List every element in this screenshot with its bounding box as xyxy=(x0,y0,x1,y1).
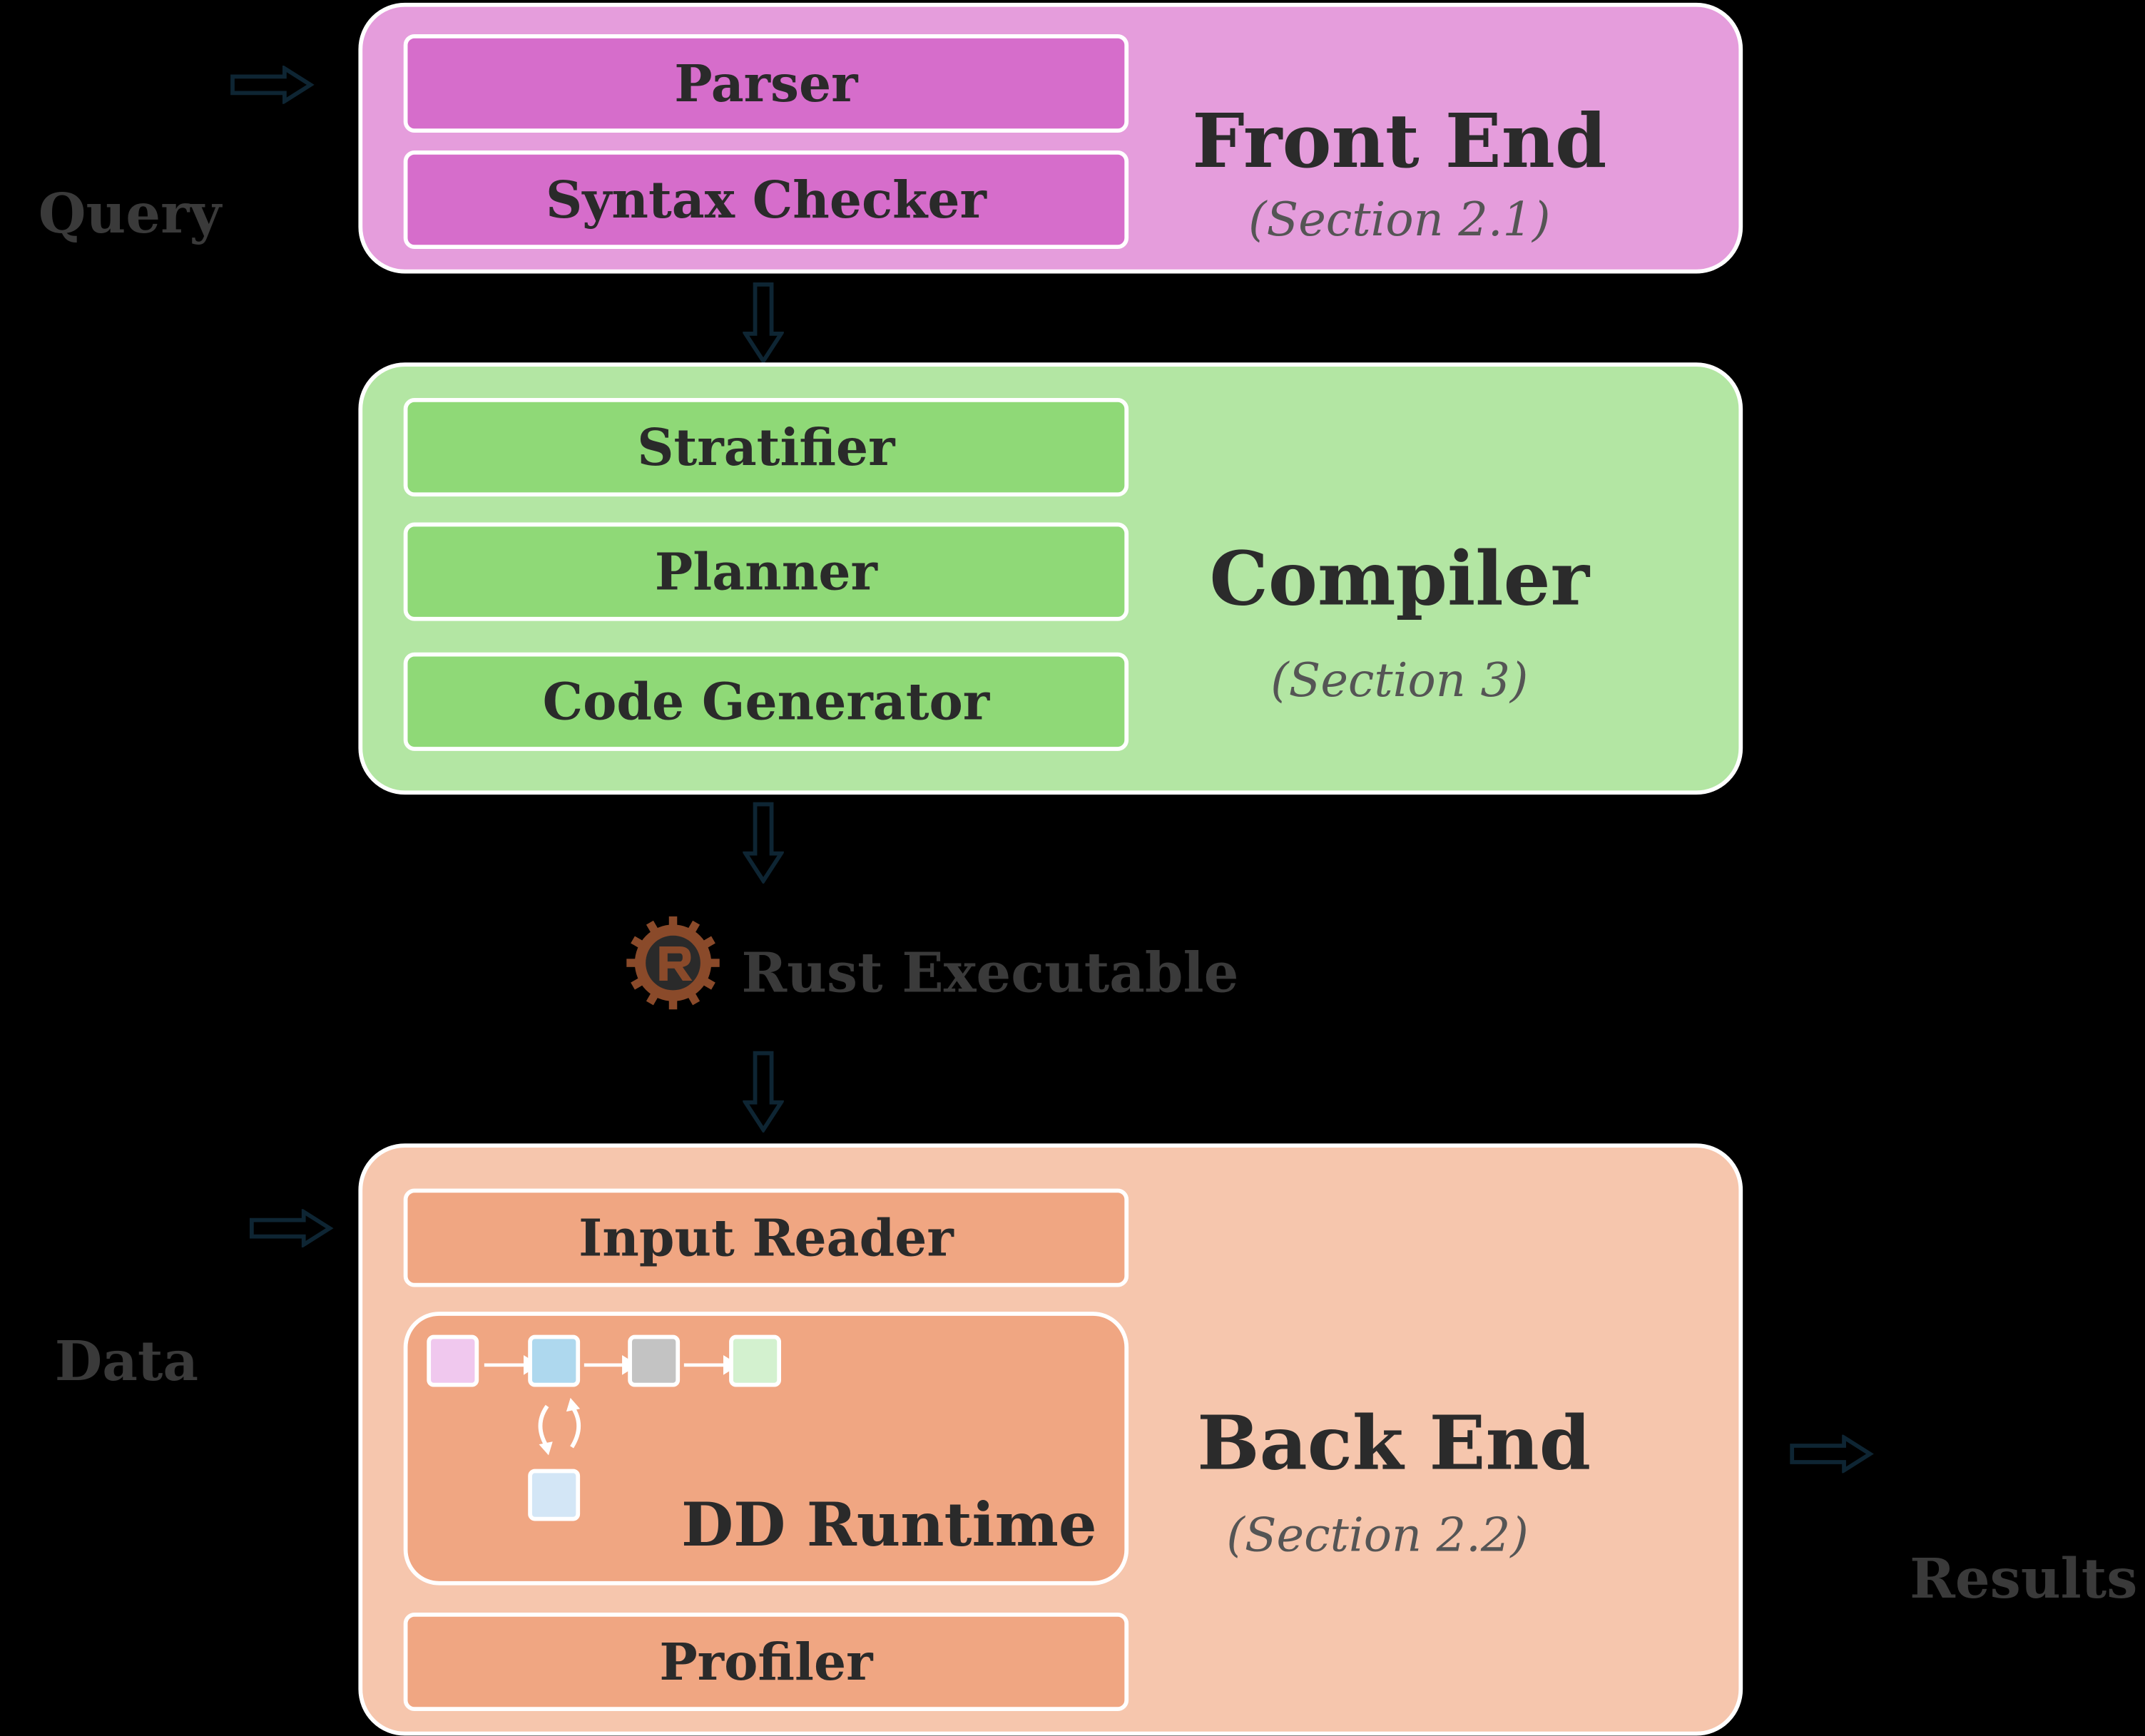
dataflow-node xyxy=(427,1334,479,1387)
compiler-stage: Stratifier Planner Code Generator Compil… xyxy=(358,362,1743,795)
input-reader-module: Input Reader xyxy=(403,1188,1129,1287)
front-end-section: (Section 2.1) xyxy=(1248,193,1551,248)
query-arrow-icon xyxy=(230,66,315,104)
compiler-section: (Section 3) xyxy=(1270,653,1529,709)
dataflow-node xyxy=(528,1469,581,1521)
down-arrow-icon xyxy=(743,1051,784,1133)
back-end-section: (Section 2.2) xyxy=(1226,1508,1529,1563)
profiler-module: Profiler xyxy=(403,1612,1129,1712)
dataflow-node xyxy=(729,1334,782,1387)
data-label: Data xyxy=(54,1329,199,1394)
back-end-title: Back End xyxy=(1197,1399,1591,1487)
front-end-stage: Parser Syntax Checker Front End (Section… xyxy=(358,2,1743,274)
results-label: Results xyxy=(1910,1546,2138,1612)
down-arrow-icon xyxy=(743,282,784,364)
dd-runtime-label: DD Runtime xyxy=(681,1491,1097,1561)
compiler-title: Compiler xyxy=(1209,534,1590,623)
parser-module: Parser xyxy=(403,34,1129,133)
dataflow-node xyxy=(628,1334,681,1387)
front-end-title: Front End xyxy=(1192,97,1607,185)
down-arrow-icon xyxy=(743,802,784,884)
dd-runtime-module: DD Runtime xyxy=(403,1312,1129,1586)
rust-executable-label: Rust Executable xyxy=(741,941,1239,1006)
results-arrow-icon xyxy=(1789,1434,1874,1474)
query-label: Query xyxy=(38,182,222,247)
stratifier-module: Stratifier xyxy=(403,398,1129,497)
data-arrow-icon xyxy=(249,1209,334,1247)
rust-gear-icon xyxy=(623,914,722,1012)
planner-module: Planner xyxy=(403,522,1129,621)
syntax-checker-module: Syntax Checker xyxy=(403,150,1129,250)
code-generator-module: Code Generator xyxy=(403,652,1129,751)
back-end-stage: Input Reader xyxy=(358,1143,1743,1736)
dataflow-node xyxy=(528,1334,581,1387)
